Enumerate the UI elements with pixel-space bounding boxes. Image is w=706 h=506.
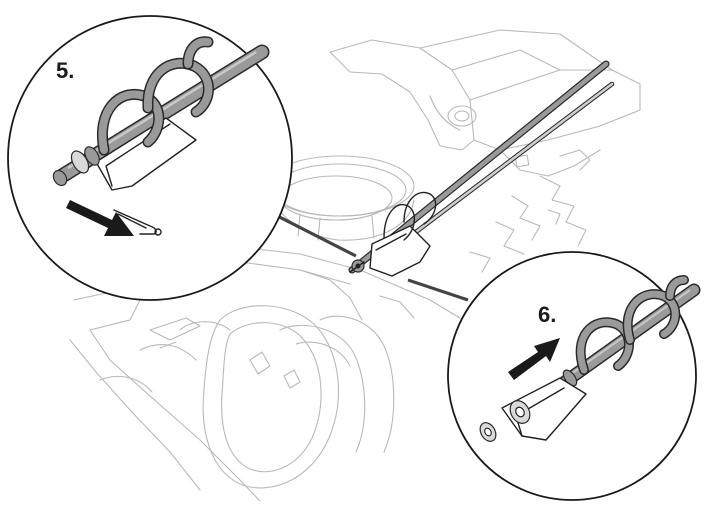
- callout-step-6: 6.: [447, 251, 701, 501]
- arrow-install-6: [508, 338, 560, 380]
- step-6-label: 6.: [538, 302, 556, 327]
- washer-6: [479, 422, 497, 442]
- impeller-blades: [202, 269, 415, 489]
- chute-control-rod-main: [348, 60, 615, 277]
- callout-step-5: 5.: [7, 15, 293, 301]
- hairpin-cotter-5: [113, 209, 162, 236]
- bracket-plate-6: [501, 377, 587, 441]
- arrow-remove-5: [66, 200, 134, 236]
- spring-coils-5: [97, 36, 214, 156]
- spring-coils-6: [575, 275, 689, 375]
- step-5-label: 5.: [56, 58, 74, 83]
